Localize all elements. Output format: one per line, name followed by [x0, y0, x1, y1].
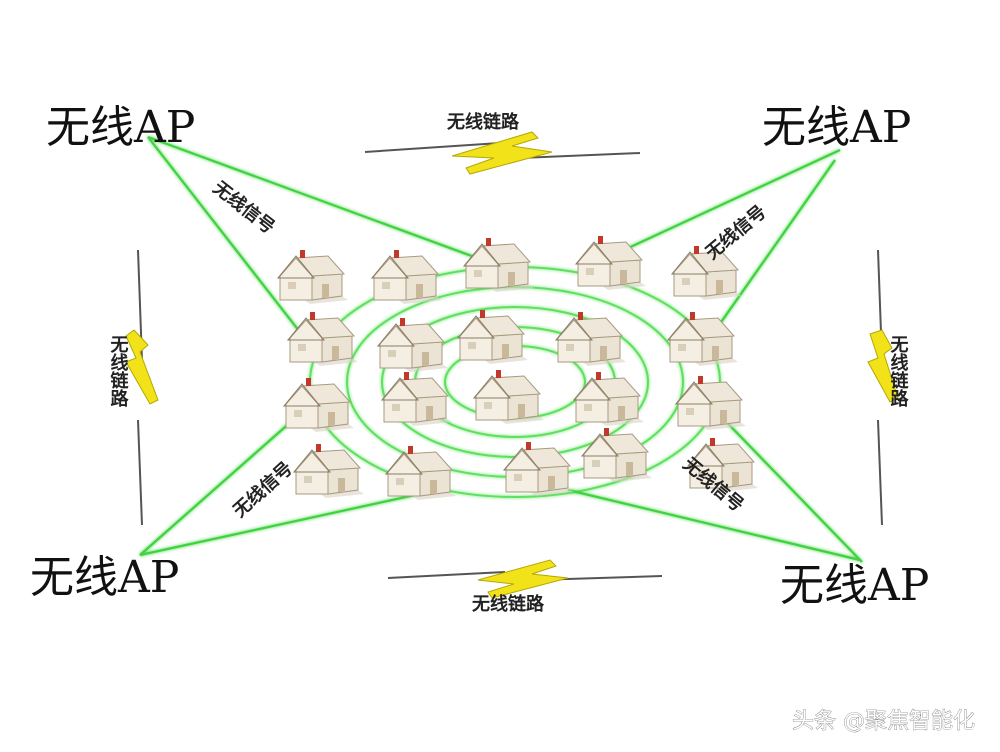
wireless-link-left: 无线链路: [108, 249, 159, 526]
lightning-icon: [477, 559, 569, 599]
watermark-text: 头条 @聚焦智能化: [792, 709, 975, 734]
house-icon: [463, 237, 535, 293]
house-icon: [283, 377, 355, 433]
house-icon: [287, 311, 359, 367]
wireless-link-bottom: 无线链路: [387, 559, 663, 615]
lightning-icon: [125, 329, 159, 405]
house-icon: [555, 311, 627, 367]
house-icon: [385, 445, 457, 501]
signal-line: [147, 135, 489, 264]
link-label-right: 无线链路: [888, 335, 909, 408]
signal-line: [147, 136, 311, 346]
signal-line: [597, 149, 841, 263]
signal-line: [709, 404, 863, 563]
house-icon: [381, 371, 453, 427]
house-icon: [581, 427, 653, 483]
wireless-link-right: 无线链路: [867, 249, 909, 526]
signal-line: [704, 159, 836, 346]
signal-line: [567, 488, 861, 562]
link-label-left: 无线链路: [108, 335, 129, 408]
house-icon: [503, 441, 575, 497]
house-icon: [371, 249, 443, 305]
wireless-link-top: 无线链路: [364, 111, 641, 175]
signal-lines: [139, 135, 863, 563]
house-icon: [457, 309, 529, 365]
ap-label-top-left: 无线AP: [46, 102, 195, 153]
house-icon: [473, 369, 545, 425]
link-label-bottom: 无线链路: [472, 593, 545, 615]
signal-line: [139, 404, 311, 556]
ap-label-bottom-left: 无线AP: [30, 552, 179, 603]
ap-label-top-right: 无线AP: [762, 102, 911, 153]
lightning-icon: [451, 131, 553, 175]
house-icon: [377, 317, 449, 373]
lightning-icon: [867, 329, 899, 403]
ap-label-bottom-right: 无线AP: [780, 560, 929, 611]
house-icon: [667, 311, 739, 367]
house-icon: [675, 375, 747, 431]
house-icon: [277, 249, 349, 305]
link-label-top: 无线链路: [447, 111, 520, 133]
signal-line: [139, 493, 416, 557]
